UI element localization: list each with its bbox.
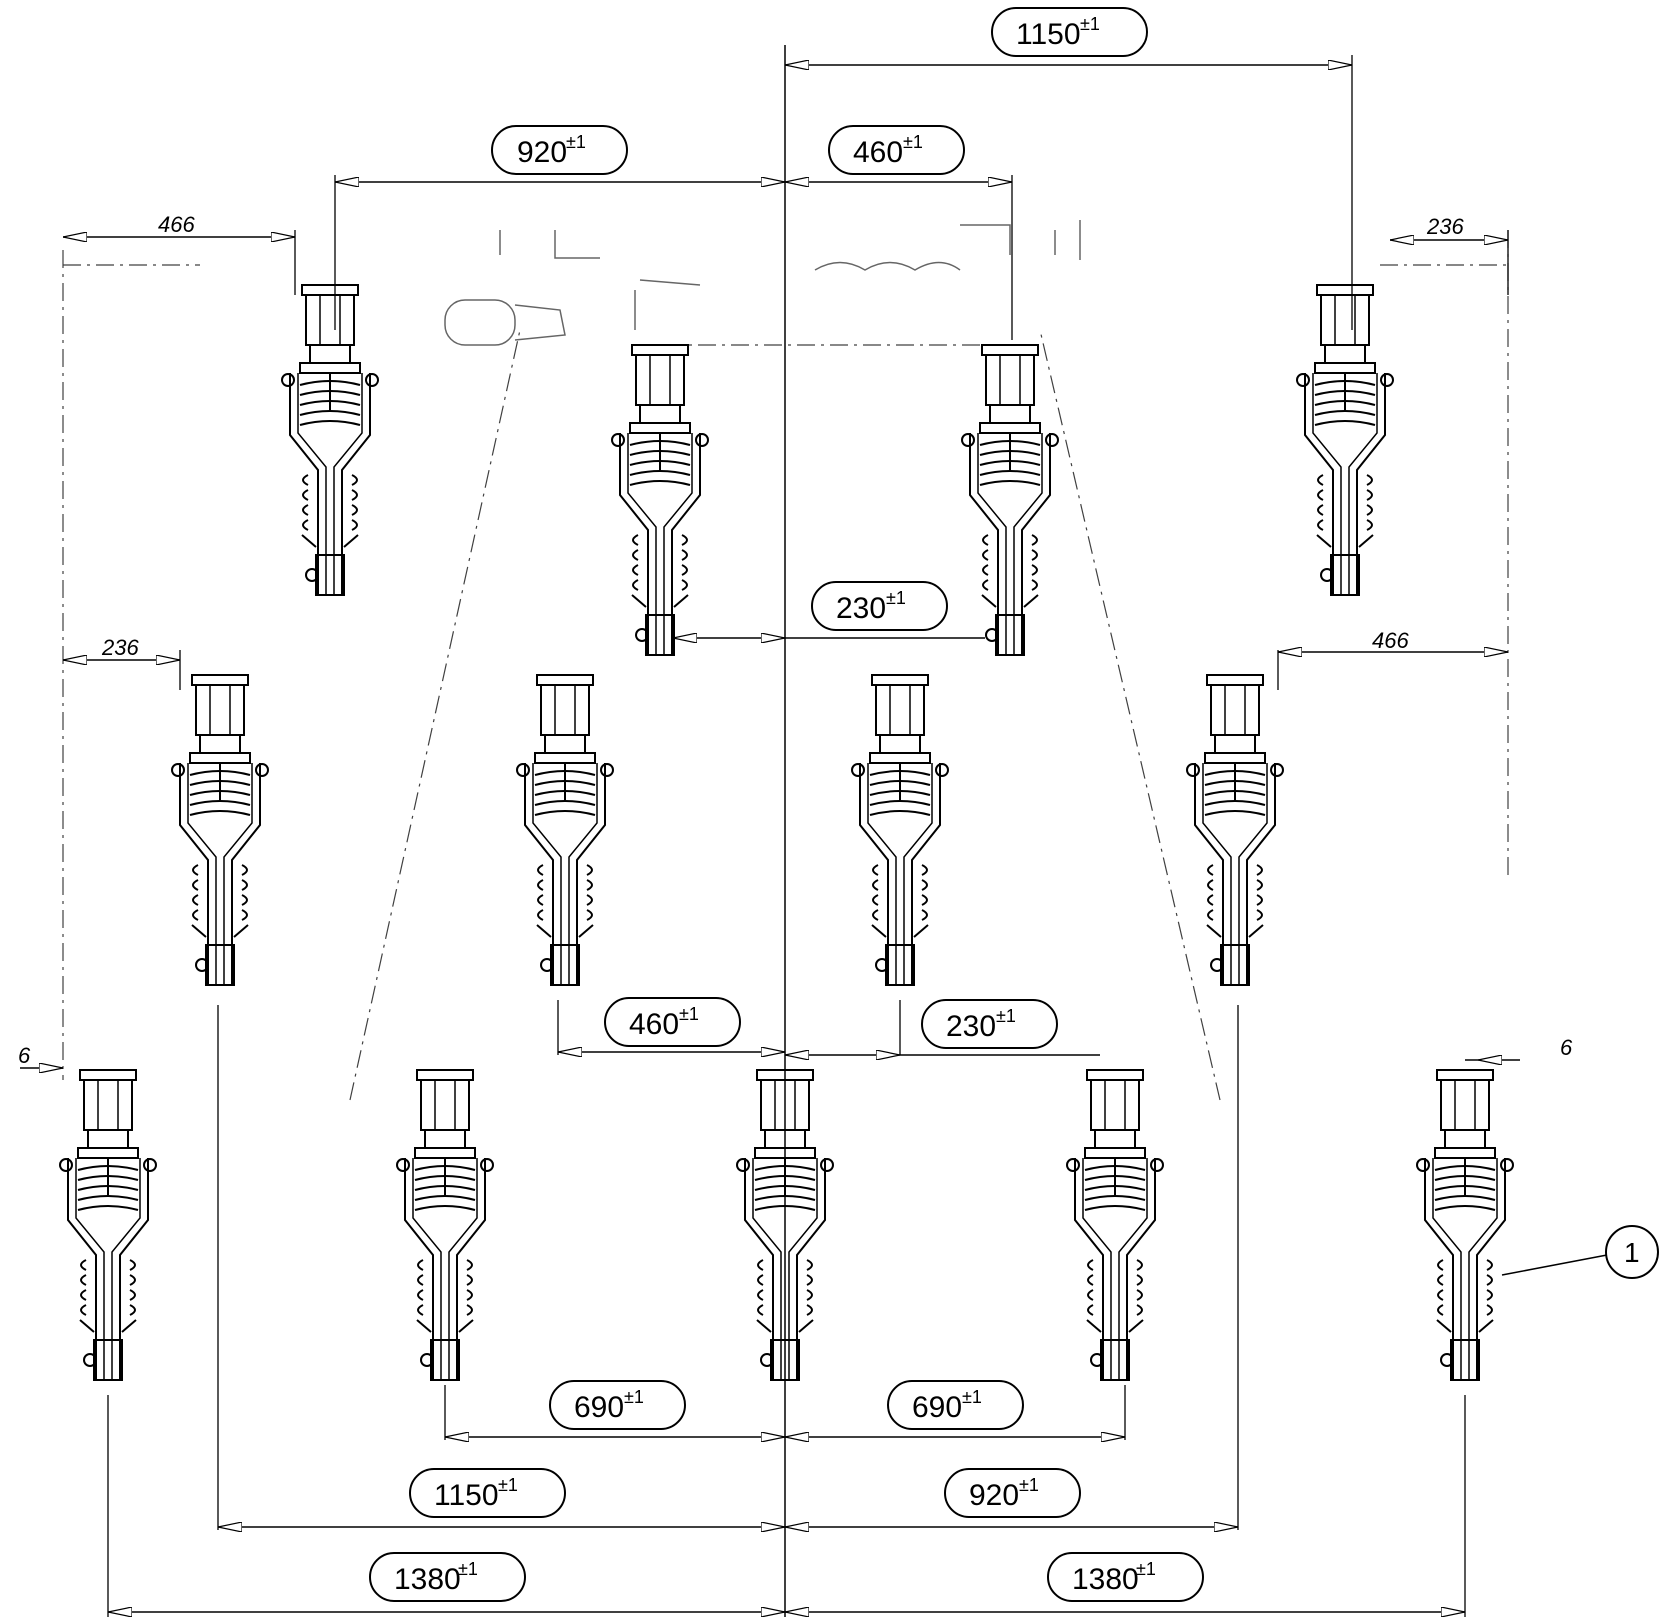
dim-6-bottom-left: 6 (18, 1043, 31, 1068)
dim-920-top: 920 ±1 (491, 125, 628, 175)
dim-value: 1150 (1016, 18, 1081, 51)
dim-236-mid-left: 236 (101, 635, 139, 660)
dim-tolerance: ±1 (962, 1387, 982, 1407)
tine-assemblies (59, 284, 1514, 1381)
dim-value: 920 (969, 1479, 1019, 1512)
dim-690-left: 690 ±1 (549, 1380, 686, 1430)
dim-value: 690 (912, 1391, 962, 1424)
dim-460-low: 460 ±1 (604, 997, 741, 1047)
frame-parts (444, 220, 1081, 346)
dim-tolerance: ±1 (1019, 1475, 1039, 1495)
dim-tolerance: ±1 (903, 132, 923, 152)
frame-outline (62, 230, 1509, 1101)
dim-tolerance: ±1 (566, 132, 586, 152)
dim-230-low: 230 ±1 (921, 999, 1058, 1049)
extension-lines (107, 55, 1509, 1617)
callout-balloon: 1 (1501, 1225, 1659, 1279)
dim-value: 920 (517, 136, 567, 169)
dim-value: 230 (836, 592, 886, 625)
dim-tolerance: ±1 (1136, 1559, 1156, 1579)
dim-tolerance: ±1 (498, 1475, 518, 1495)
dim-1380-left: 1380 ±1 (369, 1552, 526, 1602)
dim-1150-top: 1150 ±1 (991, 7, 1148, 57)
dimension-lines (20, 65, 1520, 1612)
dim-value: 230 (946, 1010, 996, 1043)
dim-230-mid: 230 ±1 (811, 581, 948, 631)
callout-label: 1 (1624, 1237, 1640, 1268)
small-dimension-labels: 466 236 236 466 6 6 (18, 212, 1573, 1068)
dim-tolerance: ±1 (1080, 14, 1100, 34)
dim-value: 460 (629, 1008, 679, 1041)
dim-value: 460 (853, 136, 903, 169)
dim-value: 1380 (1072, 1563, 1139, 1596)
dim-236-top-right: 236 (1426, 214, 1464, 239)
dim-466-top-left: 466 (158, 212, 195, 237)
dim-1150-bottom: 1150 ±1 (409, 1468, 566, 1518)
dim-tolerance: ±1 (458, 1559, 478, 1579)
dim-466-mid-right: 466 (1372, 628, 1409, 653)
dim-460-top: 460 ±1 (828, 125, 965, 175)
dim-value: 690 (574, 1391, 624, 1424)
dim-tolerance: ±1 (679, 1004, 699, 1024)
dim-value: 1150 (434, 1479, 499, 1512)
dim-6-bottom-right: 6 (1560, 1035, 1573, 1060)
dim-690-right: 690 ±1 (887, 1380, 1024, 1430)
dim-tolerance: ±1 (886, 588, 906, 608)
dimension-labels: 1150 ±1 920 ±1 460 ±1 230 ±1 460 ±1 230 … (369, 7, 1204, 1602)
dim-1380-right: 1380 ±1 (1047, 1552, 1204, 1602)
dim-tolerance: ±1 (996, 1006, 1016, 1026)
dim-920-bottom: 920 ±1 (944, 1468, 1081, 1518)
dim-tolerance: ±1 (624, 1387, 644, 1407)
dim-value: 1380 (394, 1563, 461, 1596)
